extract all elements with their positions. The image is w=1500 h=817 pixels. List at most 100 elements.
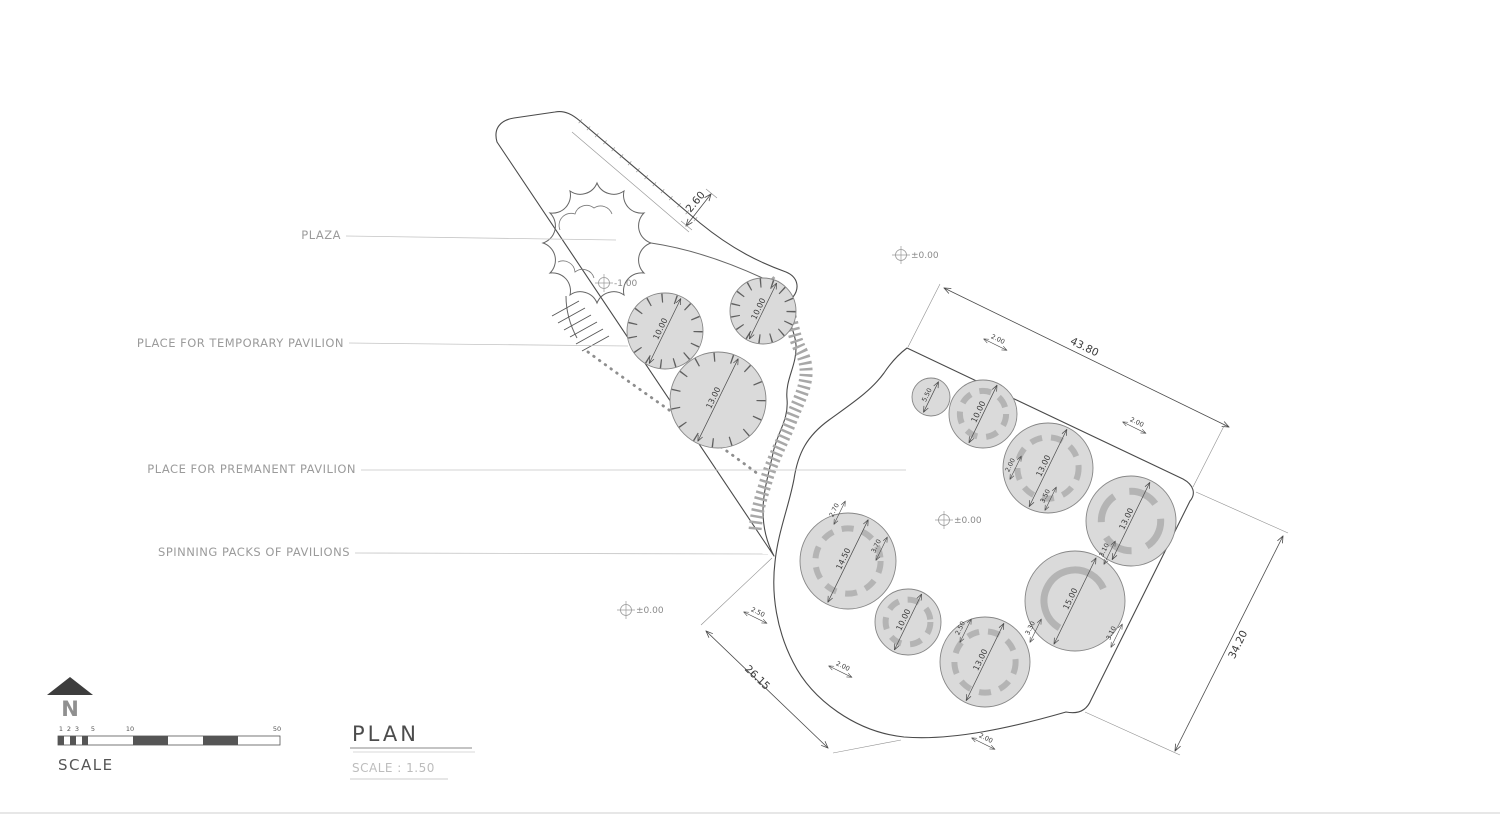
annotation-label: SPINNING PACKS OF PAVILIONS: [158, 545, 350, 559]
extension-line: [700, 557, 773, 626]
annotation-label: PLACE FOR PREMANENT PAVILION: [147, 462, 356, 476]
elevation-label: ±0.00: [636, 606, 664, 616]
elevation-cross-icon: [617, 601, 635, 619]
plan-scale-text: SCALE : 1.50: [352, 761, 435, 775]
dimension-label: 2.50: [750, 605, 767, 619]
pavilion: 10.00: [626, 292, 704, 370]
scale-bar-number: 50: [273, 725, 281, 733]
elevation-marker: -1.00: [595, 274, 638, 292]
pavilion-diameter-line: [1054, 558, 1096, 644]
elevation-cross-icon: [595, 274, 613, 292]
pavilion-tick-ring: [730, 278, 796, 344]
annotation-label: PLAZA: [301, 228, 341, 242]
pavilion: 13.00: [669, 351, 767, 449]
elevation-cross-icon: [892, 246, 910, 264]
title-block: PLAN SCALE : 1.50: [350, 722, 475, 780]
pavilion-diameter-line: [749, 283, 776, 339]
pavilion: 14.50: [799, 512, 897, 610]
pavilion: 15.00: [1024, 550, 1126, 652]
landscape-features: [541, 119, 813, 532]
north-label: N: [61, 697, 79, 721]
extension-line: [680, 220, 693, 231]
elevation-cross-icon: [935, 511, 953, 529]
pavilion-diameter-line: [894, 594, 921, 650]
scale-bar-number: 2: [67, 725, 71, 733]
extension-line: [1192, 423, 1226, 488]
extension-line: [832, 739, 902, 754]
pavilion-tick-ring: [627, 293, 703, 369]
stairs: [551, 300, 610, 352]
dimension-line: [1104, 541, 1115, 564]
hatched-walkway-ribbon: [748, 276, 813, 532]
pavilion-diameter-line: [828, 520, 868, 603]
dimension-line: [960, 619, 971, 642]
elevation-label: -1.00: [614, 279, 638, 289]
annotations-layer: PLAZA PLACE FOR TEMPORARY PAVILION PLACE F…: [137, 228, 906, 559]
pavilion-diameter-line: [698, 359, 738, 442]
dimension-line: [829, 666, 852, 677]
north-arrow-icon: [47, 677, 93, 695]
scale-bar-number: 3: [75, 725, 79, 733]
pavilion-diameter-line: [924, 382, 939, 413]
plaza-connector-path: [650, 242, 770, 282]
scale-bar-label: SCALE: [58, 756, 114, 774]
pavilion: 10.00: [729, 277, 797, 345]
scale-bar-segments: [58, 736, 238, 745]
extension-line: [1084, 711, 1181, 756]
edge-inner-parallel-line: [571, 131, 690, 233]
pavilion-diameter-line: [649, 299, 681, 364]
dimension-label: 43.80: [1068, 335, 1100, 359]
annotation-label: PLACE FOR TEMPORARY PAVILION: [137, 336, 344, 350]
pavilion-tick-ring: [670, 352, 766, 448]
elevation-label: ±0.00: [911, 251, 939, 261]
extension-line: [907, 283, 941, 348]
scale-bar-outline: [57, 735, 281, 746]
plaza-inner-squiggle: [558, 204, 613, 231]
plaza-inner-squiggle-2: [557, 260, 595, 279]
elevations-layer: -1.00 ±0.00 ±0.00 ±0.00: [595, 246, 982, 619]
dimension-line: [706, 631, 828, 748]
elevation-marker: ±0.00: [892, 246, 939, 264]
leader-line: [345, 235, 617, 241]
pavilion: 10.00: [948, 379, 1018, 449]
dimension-line: [834, 501, 845, 524]
dimension-line: [1175, 536, 1283, 751]
plan-title: PLAN: [352, 722, 419, 746]
pavilion-diameter-line: [1112, 482, 1150, 559]
pavilion: 10.00: [874, 588, 942, 656]
dimension-line: [1123, 422, 1146, 433]
elevation-label: ±0.00: [954, 516, 982, 526]
dimension-line: [984, 339, 1007, 350]
pavilion: 5.50: [911, 377, 951, 417]
dimension-line: [1045, 487, 1056, 510]
dimension-line: [944, 288, 1229, 427]
scale-bar-number: 5: [91, 725, 95, 733]
scale-bar-number: 1: [59, 725, 63, 733]
extension-line: [705, 188, 718, 199]
pavilion-diameter-line: [1029, 429, 1067, 506]
dimension-label: 34.20: [1226, 629, 1250, 661]
scale-bar-number: 10: [126, 725, 134, 733]
dimension-line: [744, 612, 767, 623]
dimension-label: 2.60: [684, 189, 708, 215]
dimension-line: [686, 194, 711, 226]
plaza-scalloped-outline: [541, 181, 652, 305]
dimension-label: 2.00: [990, 332, 1007, 346]
dimension-label: 2.00: [835, 659, 852, 673]
leader-line: [348, 342, 629, 347]
dimension-line: [972, 738, 995, 749]
dimension-label: 2.00: [978, 731, 995, 745]
extension-line: [1195, 491, 1289, 534]
dimension-line: [1111, 624, 1122, 647]
dimension-line: [1010, 456, 1021, 479]
dimension-label: 2.00: [1129, 415, 1146, 429]
dimension-line: [876, 537, 887, 560]
north-arrow: N: [47, 677, 93, 721]
pavilion-dashed-ring: [882, 596, 934, 648]
pavilion-diameter-line: [966, 623, 1004, 700]
plaza-connector-stairs: [565, 295, 578, 339]
